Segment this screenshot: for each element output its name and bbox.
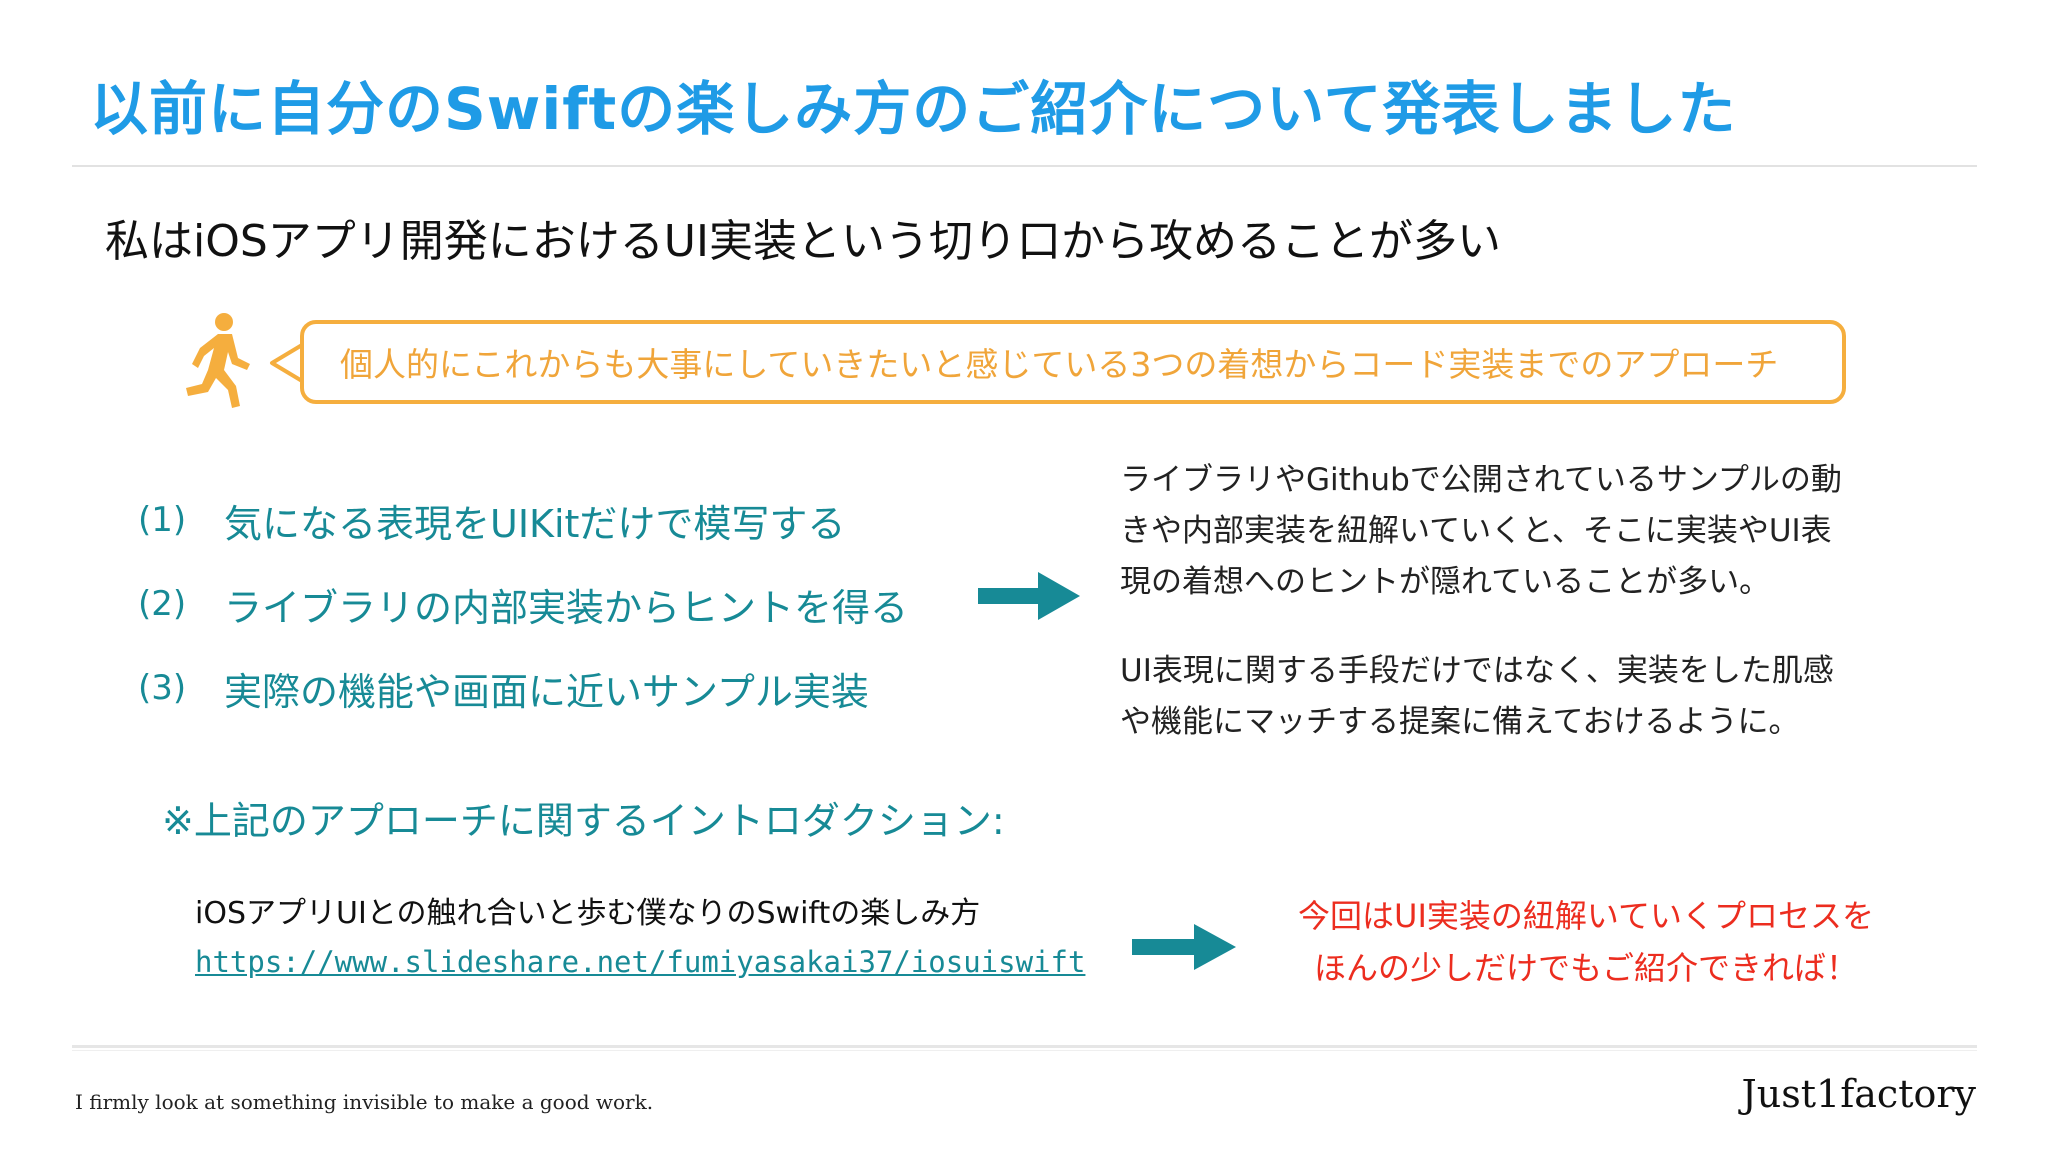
list-item: (2) ライブラリの内部実装からヒントを得る (138, 562, 908, 646)
runner-icon (186, 313, 250, 408)
description-line: ライブラリやGithubで公開されているサンプルの動 (1120, 462, 1842, 498)
list-item: (1) 気になる表現をUIKitだけで模写する (138, 478, 908, 562)
list-text: 実際の機能や画面に近いサンプル実装 (224, 669, 869, 714)
list-text: 気になる表現をUIKitだけで模写する (224, 501, 846, 546)
right-arrow-icon (1132, 924, 1236, 970)
list-number: (1) (138, 500, 187, 540)
talk-title: iOSアプリUIとの触れ合いと歩む僕なりのSwiftの楽しみ方 (195, 896, 981, 931)
footer-tagline: I firmly look at something invisible to … (75, 1090, 654, 1114)
title-divider (72, 165, 1977, 167)
footer-brand-logo: Just1factory (1741, 1072, 1976, 1116)
footer-divider-secondary (72, 1050, 1977, 1051)
ui-description: UI表現に関する手段だけではなく、実装をした肌感 や機能にマッチする提案に備えて… (1120, 646, 1834, 748)
library-description: ライブラリやGithubで公開されているサンプルの動 きや内部実装を紐解いていく… (1120, 455, 1842, 608)
note-line: ほんの少しだけでもご紹介できれば！ (1313, 949, 1858, 987)
approach-list: (1) 気になる表現をUIKitだけで模写する (2) ライブラリの内部実装から… (138, 478, 908, 730)
list-number: (2) (138, 584, 187, 624)
list-text: ライブラリの内部実装からヒントを得る (224, 585, 909, 630)
note-line: 今回はUI実装の紐解いていくプロセスを (1298, 897, 1874, 935)
description-line: きや内部実装を紐解いていくと、そこに実装やUI表 (1120, 513, 1832, 549)
slideshare-link[interactable]: https://www.slideshare.net/fumiyasakai37… (195, 945, 1086, 979)
slide-title: 以前に自分のSwiftの楽しみ方のご紹介について発表しました (90, 75, 1737, 143)
list-number: (3) (138, 668, 187, 708)
slide-subtitle: 私はiOSアプリ開発におけるUI実装という切り口から攻めることが多い (105, 216, 1501, 267)
callout-text: 個人的にこれからも大事にしていきたいと感じている3つの着想からコード実装までのア… (340, 345, 1779, 384)
intro-heading: ※上記のアプローチに関するイントロダクション: (162, 799, 1005, 843)
approach-callout: 個人的にこれからも大事にしていきたいと感じている3つの着想からコード実装までのア… (300, 320, 1846, 404)
description-line: や機能にマッチする提案に備えておけるように。 (1120, 704, 1800, 740)
footer-divider (72, 1045, 1977, 1048)
description-line: UI表現に関する手段だけではなく、実装をした肌感 (1120, 653, 1834, 689)
description-line: 現の着想へのヒントが隠れていることが多い。 (1120, 564, 1771, 600)
right-arrow-icon (978, 572, 1080, 620)
callout-tail (270, 343, 304, 383)
highlight-note: 今回はUI実装の紐解いていくプロセスを ほんの少しだけでもご紹介できれば！ (1226, 890, 1946, 994)
list-item: (3) 実際の機能や画面に近いサンプル実装 (138, 646, 908, 730)
